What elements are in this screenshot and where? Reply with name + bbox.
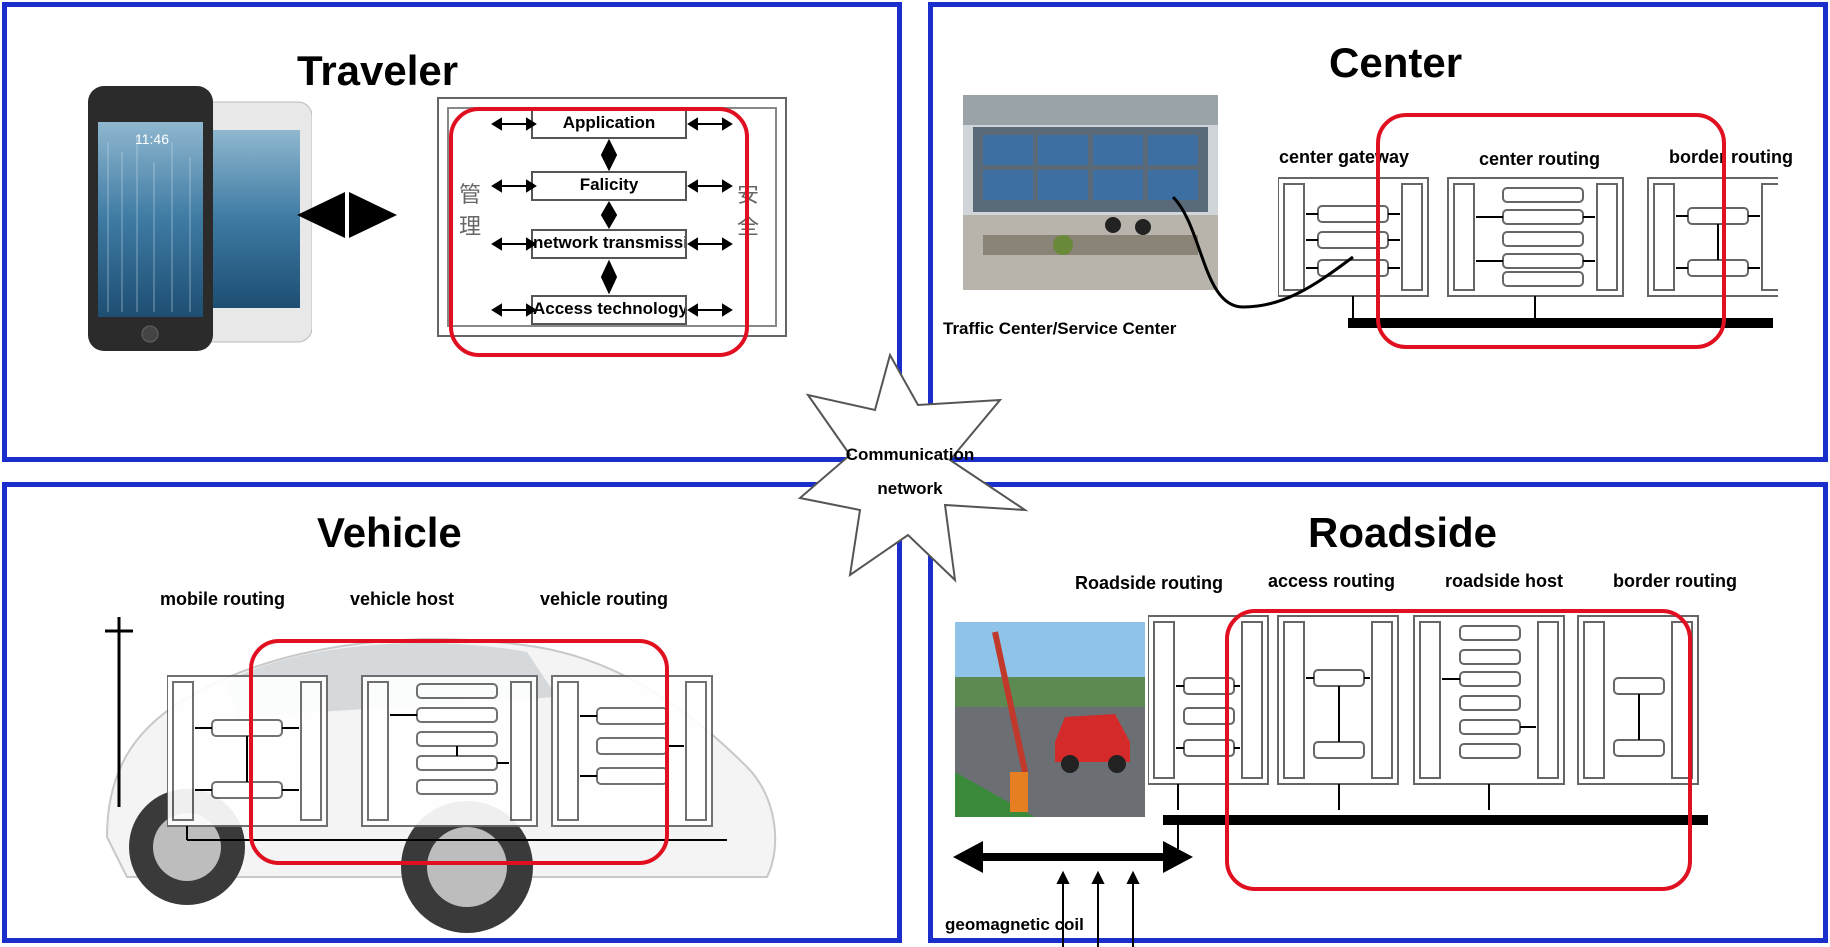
border-routing-label: border routing xyxy=(1669,147,1793,167)
traveler-title: Traveler xyxy=(297,47,459,94)
phone-time: 11:46 xyxy=(135,131,169,147)
vehicle-title: Vehicle xyxy=(317,509,462,556)
roadside-bus xyxy=(953,815,1708,947)
stack-connectors xyxy=(491,117,733,317)
access-routing-label: access routing xyxy=(1268,571,1396,591)
center-highlight xyxy=(1376,113,1726,349)
traveler-panel: Traveler 11:46 管 理 安 全 Application xyxy=(2,2,902,462)
network-label-line2: network xyxy=(877,479,943,498)
communication-network-star: Communication network xyxy=(797,352,1029,583)
vehicle-highlight xyxy=(249,639,669,865)
traffic-center-photo xyxy=(963,95,1218,290)
vehicle-routing-label: vehicle routing xyxy=(540,589,669,609)
center-panel: Center Traffic Center/Service Center cen… xyxy=(928,2,1828,462)
roadside-highlight xyxy=(1225,609,1692,891)
center-routing-label: center routing xyxy=(1479,149,1601,169)
center-cable xyxy=(1171,195,1354,309)
mobile-routing-label: mobile routing xyxy=(160,589,285,609)
layer-network-transmission: network transmission xyxy=(531,229,687,259)
roadside-title: Roadside xyxy=(1308,509,1498,556)
stack-frame xyxy=(437,97,787,337)
layer-access-technology: Access technology xyxy=(531,295,687,325)
center-nodes xyxy=(1278,177,1778,328)
roadside-border-routing-label: border routing xyxy=(1613,571,1737,591)
vehicle-host-label: vehicle host xyxy=(350,589,455,609)
roadside-nodes xyxy=(1148,615,1699,810)
geomagnetic-coil-label: geomagnetic coil xyxy=(945,915,1084,934)
roadside-panel: Roadside Roadside routing access routing… xyxy=(928,482,1828,947)
toll-gate-photo xyxy=(955,622,1145,817)
layer-facility: Falicity xyxy=(531,171,687,201)
network-label-line1: Communication xyxy=(846,445,974,464)
traffic-center-caption: Traffic Center/Service Center xyxy=(943,319,1177,338)
smartphone-icon: 11:46 xyxy=(88,86,312,351)
stack-side-label-left: 管 理 xyxy=(459,182,482,239)
roadside-host-label: roadside host xyxy=(1445,571,1564,591)
bidirectional-arrow-icon xyxy=(297,192,397,238)
roadside-routing-label: Roadside routing xyxy=(1075,573,1223,593)
layer-application: Application xyxy=(531,109,687,139)
vehicle-nodes xyxy=(167,675,727,841)
center-title: Center xyxy=(1329,39,1463,86)
vehicle-panel: Vehicle mobile routing vehicle host vehi… xyxy=(2,482,902,943)
traveler-highlight xyxy=(449,107,749,357)
